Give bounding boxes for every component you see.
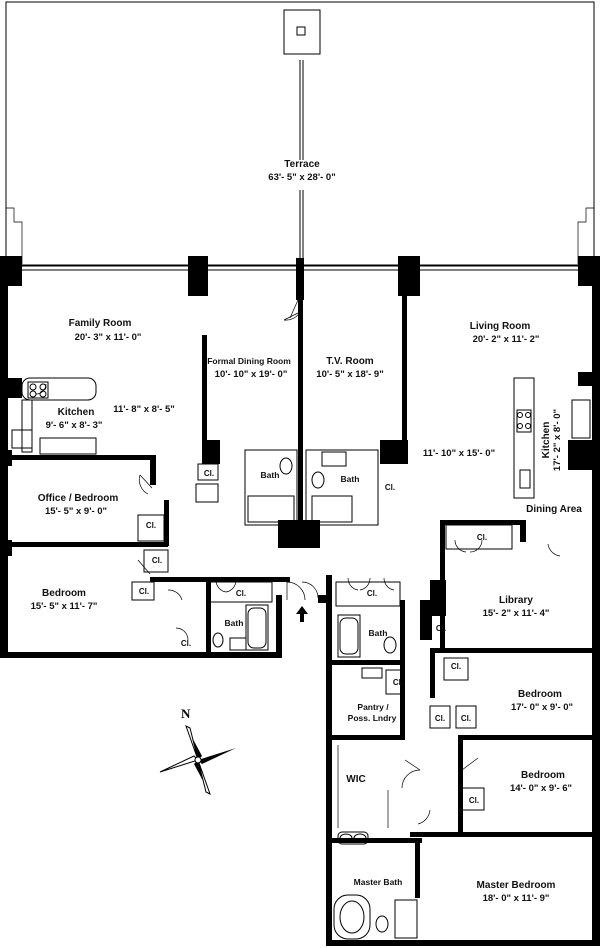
bath-label-tv: Bath	[341, 474, 360, 484]
bedroom-r2-dimensions: 14'- 0" x 9'- 6"	[510, 783, 572, 794]
closet-label: Cl.	[461, 714, 471, 723]
closet-label: Cl.	[204, 469, 214, 478]
bedroom-r2-label: Bedroom	[521, 770, 565, 781]
north-compass-icon: N	[159, 706, 236, 796]
closet-label: Cl.	[152, 556, 162, 565]
office-bedroom-label: Office / Bedroom	[38, 493, 119, 504]
entry-arrow-icon	[296, 606, 308, 622]
terrace-area	[5, 1, 595, 266]
closet-label: Cl.	[435, 714, 445, 723]
family-extension-dimensions: 11'- 8" x 8'- 5"	[113, 404, 175, 415]
closet-label: Cl.	[367, 589, 377, 598]
bath-label-left-wing: Bath	[225, 618, 244, 628]
fixtures	[11, 377, 591, 940]
closet-labels: Cl. Cl. Cl. Cl. Cl. Cl. Cl. Cl. Cl. Cl. …	[131, 463, 513, 811]
bedroom-left-dimensions: 15'- 5" x 11'- 7"	[31, 601, 98, 612]
closet-label: Cl.	[146, 521, 156, 530]
bedroom-r1-dimensions: 17'- 0" x 9'- 0"	[511, 702, 573, 713]
closet-label: Cl.	[385, 483, 395, 492]
terrace-label: Terrace	[284, 159, 320, 170]
pantry-label: Pantry /	[357, 702, 389, 712]
living-extension-dimensions: 11'- 10" x 15'- 0"	[423, 448, 495, 459]
kitchen-right-dimensions: 17'- 2" x 8'- 0"	[552, 409, 563, 471]
room-labels: Terrace 63'- 5" x 28'- 0" Family Room 20…	[31, 159, 583, 904]
master-bedroom-dimensions: 18'- 0" x 11'- 9"	[483, 893, 550, 904]
kitchen-right-group: Kitchen 17'- 2" x 8'- 0"	[541, 409, 563, 471]
bedroom-r1-label: Bedroom	[518, 689, 562, 700]
pantry-label-line2: Poss. Lndry	[348, 713, 397, 723]
formal-dining-dimensions: 10'- 10" x 19'- 0"	[215, 369, 288, 380]
tv-room-dimensions: 10'- 5" x 18'- 9"	[316, 369, 383, 380]
closet-label: Cl.	[451, 662, 461, 671]
closet-label: Cl.	[139, 587, 149, 596]
bath-label-right-wing: Bath	[369, 628, 388, 638]
master-bedroom-label: Master Bedroom	[477, 880, 556, 891]
family-room-dimensions: 20'- 3" x 11'- 0"	[75, 332, 142, 343]
terrace-dimensions: 63'- 5" x 28'- 0"	[268, 172, 335, 183]
formal-dining-label: Formal Dining Room	[207, 356, 291, 366]
bedroom-left-label: Bedroom	[42, 588, 86, 599]
kitchen-left-label: Kitchen	[58, 407, 95, 418]
closet-label: Cl.	[393, 678, 403, 687]
library-dimensions: 15'- 2" x 11'- 4"	[483, 608, 550, 619]
master-bath-label: Master Bath	[354, 877, 403, 887]
closet-label: Cl.	[181, 639, 191, 648]
closet-label: Cl.	[236, 589, 246, 598]
tv-room-label: T.V. Room	[326, 356, 374, 367]
closet-label: Cl.	[469, 796, 479, 805]
closet-label: Cl.	[436, 624, 446, 633]
exterior-walls	[0, 256, 600, 944]
library-label: Library	[499, 595, 533, 606]
kitchen-left-dimensions: 9'- 6" x 8'- 3"	[46, 420, 103, 431]
closet-label: Cl.	[477, 533, 487, 542]
bath-label-dining: Bath	[261, 470, 280, 480]
wic-label: WIC	[346, 774, 365, 785]
living-room-label: Living Room	[470, 321, 531, 332]
dining-area-label: Dining Area	[526, 504, 582, 515]
compass-north-label: N	[181, 706, 191, 721]
living-room-dimensions: 20'- 2" x 11'- 2"	[473, 334, 540, 345]
kitchen-right-label: Kitchen	[541, 422, 552, 459]
office-bedroom-dimensions: 15'- 5" x 9'- 0"	[45, 506, 107, 517]
family-room-label: Family Room	[69, 318, 132, 329]
